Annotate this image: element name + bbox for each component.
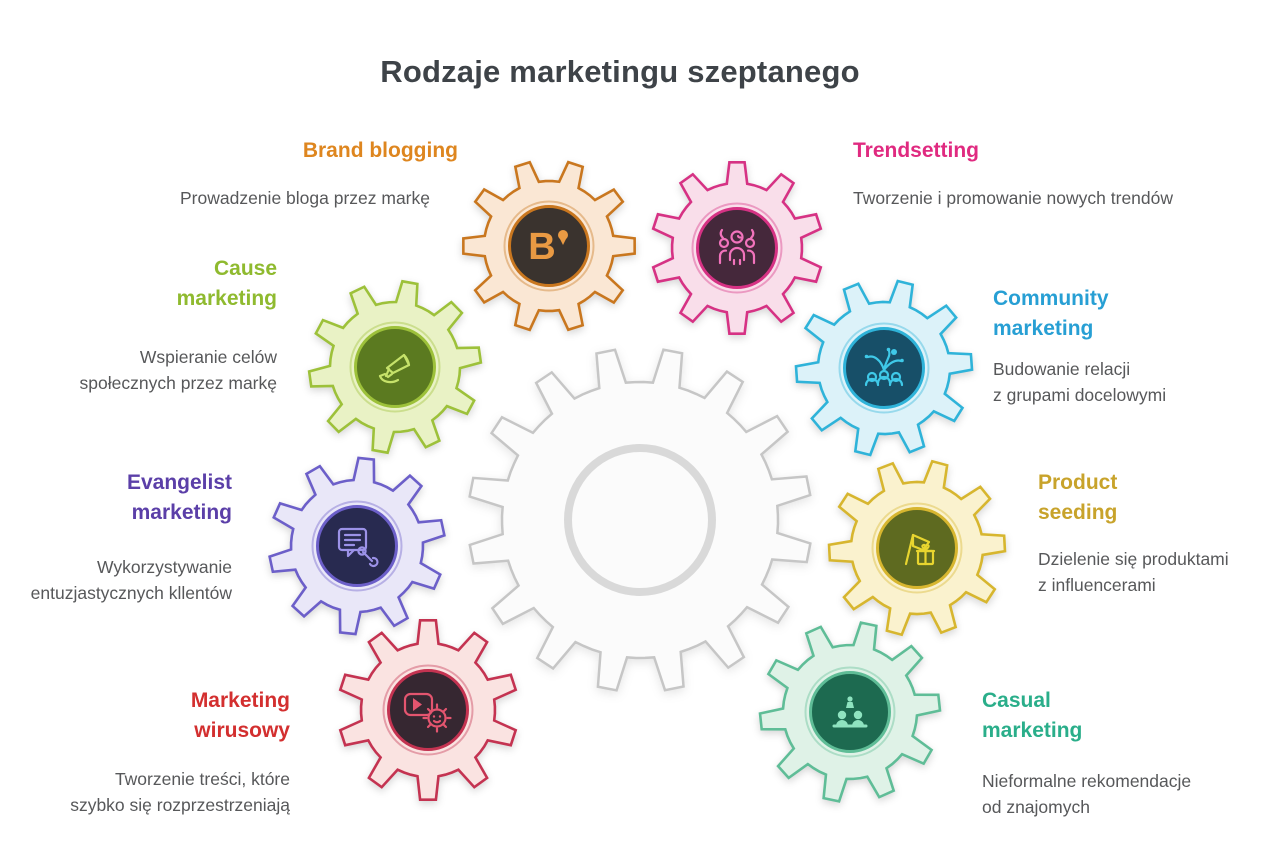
friends-chat-icon bbox=[832, 696, 868, 728]
desc-trendsetting: Tworzenie i promowanie nowych trendów bbox=[853, 188, 1174, 208]
gear-hub bbox=[809, 671, 891, 753]
gear-marketing-wirusowy bbox=[338, 619, 518, 801]
gear-casual-marketing bbox=[758, 621, 942, 803]
label-casual-marketing: Casual marketing bbox=[982, 689, 1083, 742]
letter-b-pin-icon: B bbox=[528, 226, 568, 268]
desc-product-seeding: Dzielenie się produktami z influencerami bbox=[1038, 549, 1229, 595]
desc-evangelist-marketing: Wykorzystywanie entuzjastycznych kllentó… bbox=[30, 557, 232, 603]
desc-casual-marketing: Nieformalne rekomendacje od znajomych bbox=[982, 771, 1192, 817]
gear-brand-blogging: B bbox=[462, 160, 636, 332]
gear-hub-ring bbox=[691, 202, 783, 294]
people-group-icon bbox=[718, 228, 756, 266]
gear-hub-ring bbox=[503, 200, 595, 292]
label-brand-blogging: Brand blogging bbox=[302, 139, 458, 162]
desc-community-marketing: Budowanie relacji z grupami docelowymi bbox=[993, 359, 1167, 405]
label-evangelist-marketing: Evangelist marketing bbox=[126, 471, 232, 524]
gear-hub-ring bbox=[804, 666, 896, 758]
gear-product-seeding bbox=[827, 459, 1007, 637]
label-cause-marketing: Cause marketing bbox=[176, 257, 277, 310]
gear-hub-ring bbox=[311, 500, 403, 592]
megaphone-hand-icon bbox=[378, 353, 411, 384]
pin-dot bbox=[558, 230, 568, 240]
gear-trendsetting bbox=[651, 161, 823, 335]
gear-hub bbox=[508, 205, 590, 287]
gear-hub-ring bbox=[349, 321, 441, 413]
label-trendsetting: Trendsetting bbox=[853, 139, 980, 162]
center-gear-ring bbox=[564, 444, 716, 596]
desc-brand-blogging: Prowadzenie bloga przez markę bbox=[180, 188, 430, 208]
page-title: Rodzaje marketingu szeptanego bbox=[380, 54, 860, 89]
gear-hub-ring bbox=[838, 322, 930, 414]
letter-b: B bbox=[528, 226, 555, 268]
gear-cause-marketing bbox=[307, 279, 483, 455]
flag-gift-icon bbox=[904, 533, 936, 566]
chat-wrench-icon bbox=[337, 527, 379, 568]
desc-marketing-wirusowy: Tworzenie treści, które szybko się rozpr… bbox=[70, 769, 290, 815]
desc-cause-marketing: Wspieranie celów społecznych przez markę bbox=[79, 347, 277, 393]
pin-tail bbox=[559, 238, 567, 245]
gear-hub bbox=[316, 505, 398, 587]
gear-evangelist-marketing bbox=[268, 456, 446, 636]
label-product-seeding: Product seeding bbox=[1038, 471, 1118, 524]
label-community-marketing: Community marketing bbox=[993, 287, 1109, 340]
gear-community-marketing bbox=[794, 279, 974, 457]
label-marketing-wirusowy: Marketing wirusowy bbox=[190, 689, 290, 742]
center-gear bbox=[468, 348, 812, 692]
center-gear-body bbox=[468, 348, 812, 692]
community-sprout-icon bbox=[864, 347, 904, 387]
gear-hub-ring bbox=[871, 502, 963, 594]
viral-video-icon bbox=[403, 692, 452, 733]
gear-hub-ring bbox=[382, 664, 474, 756]
gear-hub bbox=[354, 326, 436, 408]
